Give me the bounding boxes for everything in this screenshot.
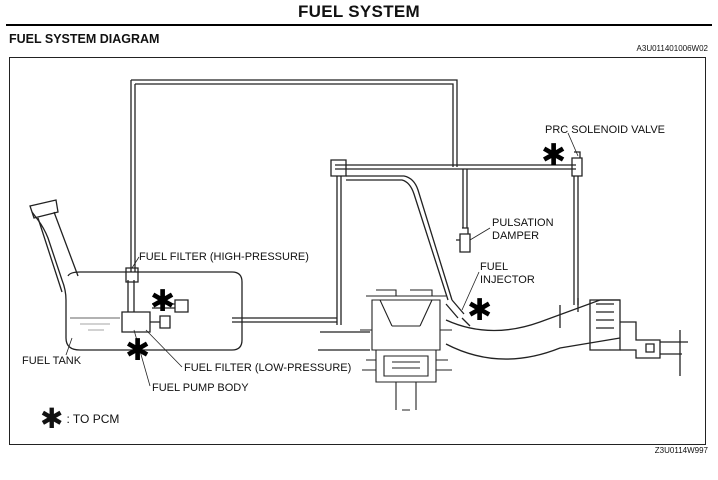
- label-prc-solenoid-valve: PRC SOLENOID VALVE: [545, 124, 666, 136]
- label-fuel-injector-line2: INJECTOR: [480, 273, 535, 286]
- filler-neck: [29, 199, 79, 293]
- label-fuel-tank: FUEL TANK: [22, 355, 82, 367]
- pcm-marker-tank: ✱: [125, 333, 151, 368]
- label-fuel-filter-high: FUEL FILTER (HIGH-PRESSURE): [139, 251, 309, 263]
- page-title: FUEL SYSTEM: [297, 2, 420, 21]
- fuel-supply-line: [232, 317, 337, 323]
- doc-code-top: A3U011401006W02: [636, 44, 708, 53]
- pcm-marker-pump: ✱: [150, 284, 176, 319]
- doc-code-bottom: Z3U0114W997: [654, 446, 708, 455]
- legend: ✱ : TO PCM: [40, 402, 120, 435]
- label-pulsation-damper: PULSATION DAMPER: [492, 217, 554, 242]
- pulsation-damper: [456, 227, 471, 253]
- diagram-frame: [9, 57, 706, 445]
- pcm-marker-injector: ✱: [467, 293, 493, 328]
- legend-star-icon: ✱: [40, 402, 64, 435]
- label-pulsation-damper-line2: DAMPER: [492, 229, 540, 242]
- supply-line-upper: [335, 164, 576, 170]
- fuel-tank: [31, 211, 243, 351]
- label-pulsation-damper-line1: PULSATION: [492, 217, 554, 229]
- engine: [360, 289, 452, 411]
- label-fuel-injector: FUEL INJECTOR: [480, 261, 535, 286]
- pcm-marker-prc: ✱: [541, 138, 567, 173]
- fuel-injector: [445, 299, 471, 327]
- fuel-pump-body: [121, 311, 151, 333]
- label-fuel-injector-line1: FUEL: [480, 261, 509, 273]
- legend-text: : TO PCM: [66, 412, 120, 426]
- label-fuel-pump-body: FUEL PUMP BODY: [152, 382, 249, 394]
- section-title: FUEL SYSTEM DIAGRAM: [9, 32, 160, 46]
- intake-manifold: [318, 298, 688, 376]
- title-rule: [6, 24, 712, 26]
- label-fuel-filter-low: FUEL FILTER (LOW-PRESSURE): [184, 362, 352, 374]
- fuel-filter-high: [125, 267, 139, 283]
- return-line: [130, 79, 458, 272]
